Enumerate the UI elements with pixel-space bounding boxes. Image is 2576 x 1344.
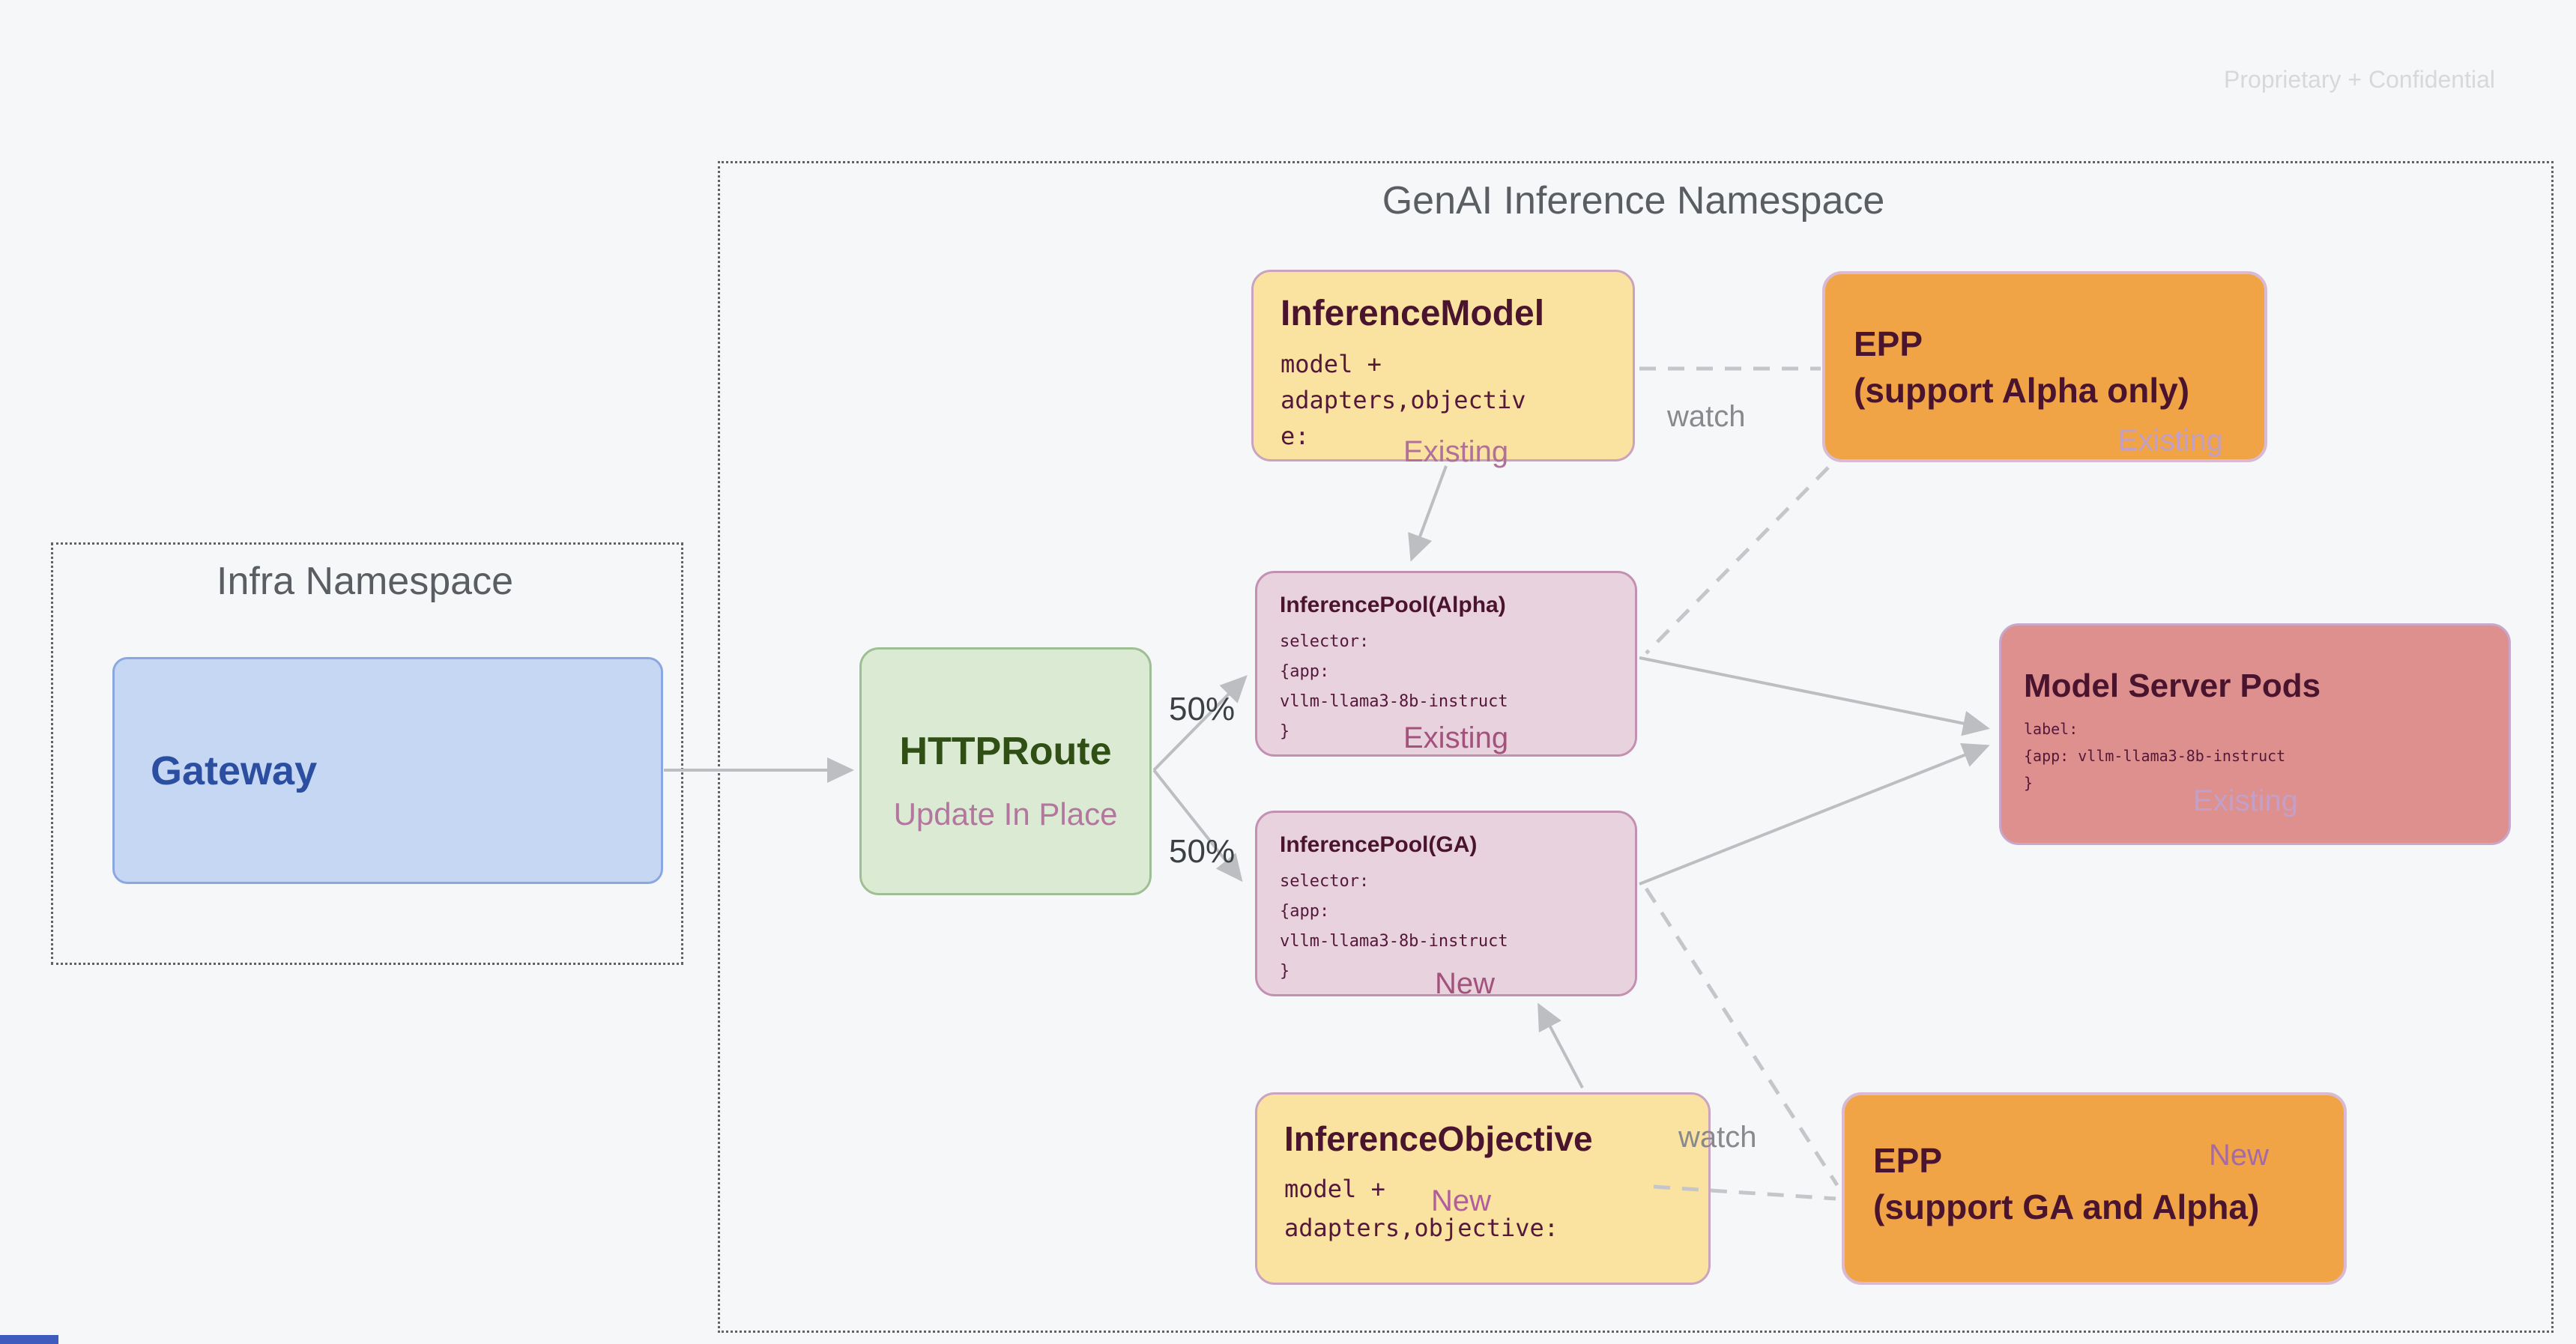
inference-pool-alpha-node: InferencePool(Alpha) selector: {app: vll… — [1255, 571, 1637, 757]
epp-alpha-title: EPP (support Alpha only) — [1854, 324, 2190, 410]
traffic-split-top-label: 50% — [1169, 691, 1236, 727]
httproute-status: Update In Place — [893, 796, 1118, 832]
epp-ga-title: EPP (support GA and Alpha) — [1873, 1141, 2260, 1226]
inference-objective-title: InferenceObjective — [1284, 1119, 1593, 1158]
inference-model-node: InferenceModel model + adapters,objectiv… — [1251, 270, 1635, 468]
inference-pool-ga-status: New — [1435, 967, 1496, 1000]
epp-alpha-status: Existing — [2117, 424, 2223, 457]
gateway-node: Gateway — [112, 657, 663, 884]
next-slide-edge — [0, 1335, 58, 1344]
gateway-title: Gateway — [151, 748, 318, 793]
model-server-pods-status: Existing — [2192, 784, 2298, 817]
infra-namespace-frame — [51, 542, 683, 965]
httproute-node: HTTPRoute Update In Place — [859, 647, 1152, 895]
watch-top-label: watch — [1667, 400, 1746, 433]
inference-objective-spec: model + adapters,objective: — [1284, 1175, 1559, 1242]
epp-ga-node: EPP (support GA and Alpha) New — [1842, 1092, 2347, 1285]
epp-alpha-node: EPP (support Alpha only) Existing — [1822, 271, 2267, 462]
inference-pool-alpha-selector: selector: {app: vllm-llama3-8b-instruct … — [1280, 632, 1508, 741]
model-server-pods-title: Model Server Pods — [2024, 668, 2321, 704]
model-server-pods-node: Model Server Pods label: {app: vllm-llam… — [1999, 623, 2511, 845]
inference-pool-alpha-title: InferencePool(Alpha) — [1280, 593, 1506, 617]
traffic-split-bottom-label: 50% — [1169, 833, 1236, 870]
inference-model-spec: model + adapters,objectiv e: — [1281, 350, 1526, 450]
inference-model-status: Existing — [1403, 435, 1509, 468]
inference-model-title: InferenceModel — [1281, 294, 1545, 333]
inference-pool-ga-title: InferencePool(GA) — [1280, 832, 1478, 857]
infra-namespace-title: Infra Namespace — [217, 560, 513, 603]
inference-pool-alpha-status: Existing — [1403, 721, 1509, 754]
inference-objective-status: New — [1431, 1184, 1492, 1217]
httproute-title: HTTPRoute — [899, 730, 1112, 773]
epp-ga-status: New — [2208, 1139, 2269, 1172]
inference-pool-ga-selector: selector: {app: vllm-llama3-8b-instruct … — [1280, 872, 1508, 981]
inference-pool-ga-node: InferencePool(GA) selector: {app: vllm-l… — [1255, 811, 1637, 1000]
inference-objective-node: InferenceObjective model + adapters,obje… — [1255, 1092, 1711, 1285]
watch-bottom-label: watch — [1678, 1121, 1757, 1154]
genai-namespace-title: GenAI Inference Namespace — [1382, 179, 1885, 223]
model-server-pods-label: label: {app: vllm-llama3-8b-instruct } — [2024, 720, 2286, 792]
confidential-watermark: Proprietary + Confidential — [2224, 66, 2495, 93]
genai-namespace-frame — [718, 161, 2554, 1333]
